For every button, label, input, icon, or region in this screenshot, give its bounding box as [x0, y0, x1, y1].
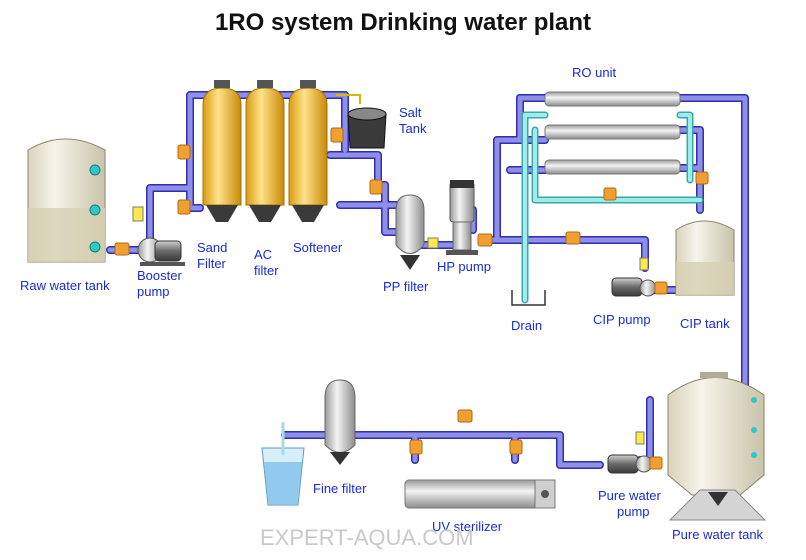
- label-hp-pump: HP pump: [437, 259, 491, 274]
- label-fine-filter: Fine filter: [313, 481, 367, 496]
- watermark: EXPERT-AQUA.COM: [260, 525, 474, 550]
- label-cip-pump: CIP pump: [593, 312, 651, 327]
- label-ac-filter: AC: [254, 247, 272, 262]
- cip-tank: [675, 220, 735, 296]
- ro-unit: [544, 91, 681, 175]
- label-cip-tank: CIP tank: [680, 316, 730, 331]
- pure-water-tank: [667, 372, 767, 521]
- salt-tank: [336, 94, 387, 149]
- booster-pump-icon: [132, 206, 185, 266]
- uv-sterilizer: [404, 479, 556, 509]
- label-ac-filter-line2: filter: [254, 263, 279, 278]
- label-pure-water-pump-line2: pump: [617, 504, 650, 519]
- hp-pump-icon: [446, 180, 478, 255]
- label-salt-tank-line2: Tank: [399, 121, 427, 136]
- label-pure-water-pump: Pure water: [598, 488, 662, 503]
- water-glass-icon: [261, 422, 305, 506]
- softener-vessel: [288, 87, 328, 222]
- pp-filter-vessel: [395, 194, 425, 270]
- pure-water-pump-icon: [607, 431, 653, 474]
- pressure-switch-icon: [427, 237, 439, 249]
- label-softener: Softener: [293, 240, 343, 255]
- label-salt-tank: Salt: [399, 105, 422, 120]
- ac-filter-vessel: [245, 87, 285, 222]
- label-sand-filter: Sand: [197, 240, 227, 255]
- drain-basin: [511, 290, 546, 306]
- label-ro-unit: RO unit: [572, 65, 616, 80]
- valves: [114, 127, 709, 470]
- label-booster-pump: Booster: [137, 268, 182, 283]
- raw-water-tank: [27, 138, 106, 263]
- label-sand-filter-line2: Filter: [197, 256, 227, 271]
- sand-filter-vessel: [202, 87, 242, 222]
- label-pure-water-tank: Pure water tank: [672, 527, 764, 542]
- label-drain: Drain: [511, 318, 542, 333]
- label-uv-sterilizer: UV sterilizer: [432, 519, 503, 534]
- label-raw-water-tank: Raw water tank: [20, 278, 110, 293]
- cip-pump-icon: [611, 257, 657, 297]
- label-pp-filter: PP filter: [383, 279, 429, 294]
- control-heads: [214, 80, 316, 88]
- fine-filter-vessel: [324, 379, 356, 465]
- page-title: 1RO system Drinking water plant: [215, 9, 591, 36]
- label-booster-pump-line2: pump: [137, 284, 170, 299]
